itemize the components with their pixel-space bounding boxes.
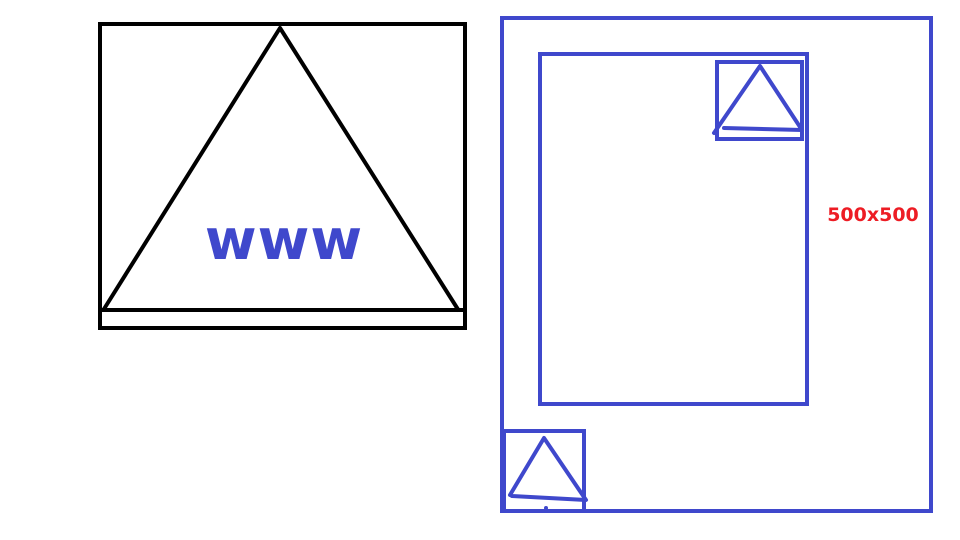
left-panel: www — [98, 22, 467, 330]
right-outer-frame — [500, 16, 933, 513]
thumbnail-top-triangle — [712, 64, 804, 135]
thumbnail-bottom-triangle — [508, 436, 588, 502]
thumbnail-bottom — [502, 429, 588, 513]
thumbnail-bottom-frame — [502, 429, 586, 513]
www-label: www — [205, 208, 363, 273]
right-panel: 500x500 — [500, 16, 933, 513]
left-large-triangle — [102, 26, 461, 313]
left-outer-frame — [98, 22, 467, 330]
size-label: 500x500 — [827, 204, 919, 226]
right-inner-frame — [538, 52, 809, 406]
thumbnail-top — [712, 60, 804, 141]
thumbnail-bottom-dot — [544, 506, 548, 510]
thumbnail-top-frame — [715, 60, 804, 141]
